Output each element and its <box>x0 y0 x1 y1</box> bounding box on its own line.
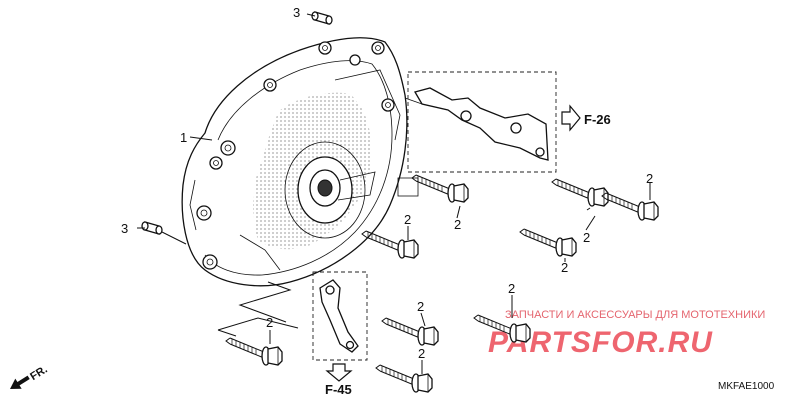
callout-cover: 1 <box>180 130 187 145</box>
ref-f45: F-45 <box>325 363 353 397</box>
front-arrow-icon <box>10 375 30 389</box>
upper-bracket <box>404 71 557 173</box>
callout-bolt: 2 <box>454 217 461 232</box>
lower-bracket <box>312 271 368 361</box>
bolt <box>411 174 469 203</box>
watermark-tagline: ЗАПЧАСТИ И АКСЕССУАРЫ ДЛЯ МОТОТЕХНИКИ <box>505 309 765 321</box>
bolt <box>551 178 609 207</box>
bolt <box>519 228 577 257</box>
callout-bolt: 2 <box>418 346 425 361</box>
callout-bolt: 2 <box>646 171 653 186</box>
callout-bolt: 2 <box>417 299 424 314</box>
dowel-pin <box>311 11 333 25</box>
generator-cover <box>181 37 419 287</box>
bolt <box>375 364 433 393</box>
callout-dowel: 3 <box>293 5 300 20</box>
callout-bolt: 2 <box>404 212 411 227</box>
leader-lines <box>137 13 651 374</box>
callout-bolt: 2 <box>561 260 568 275</box>
ref-label-f45: F-45 <box>325 382 352 397</box>
diagram-code: MKFAE1000 <box>718 381 775 392</box>
arrow-down-icon <box>325 363 353 382</box>
ref-label-f26: F-26 <box>584 112 611 127</box>
bolt <box>225 337 283 366</box>
front-indicator: FR. <box>10 363 50 389</box>
callouts: 3 1 3 2 2 2 2 2 2 2 2 2 <box>121 5 653 361</box>
arrow-right-icon <box>561 104 581 132</box>
callout-bolt: 2 <box>583 230 590 245</box>
front-label: FR. <box>28 363 49 383</box>
callout-dowel: 3 <box>121 221 128 236</box>
callout-bolt: 2 <box>508 281 515 296</box>
ref-f26: F-26 <box>561 104 611 132</box>
bolt <box>381 317 439 346</box>
callout-bolt: 2 <box>266 315 273 330</box>
